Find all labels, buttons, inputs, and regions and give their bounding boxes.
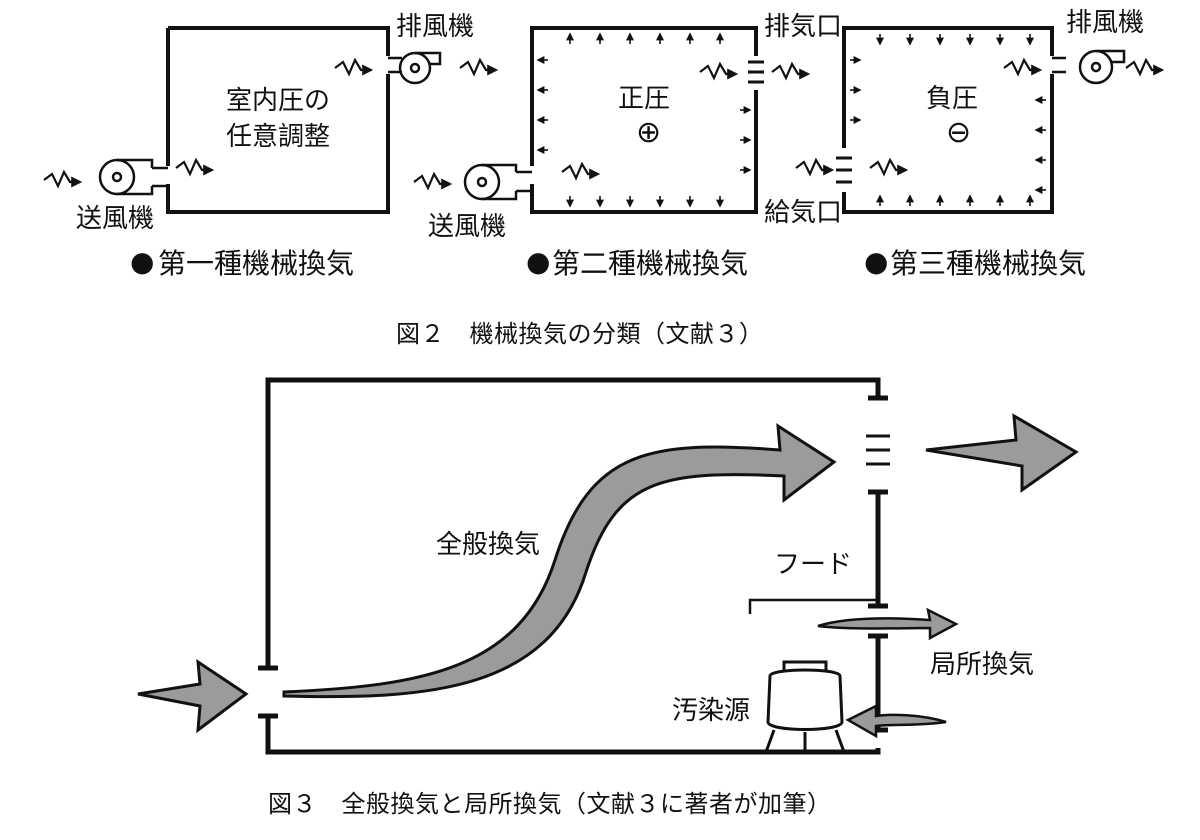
panel2-room bbox=[530, 26, 758, 214]
panel3-pressure-arrows bbox=[850, 34, 1046, 206]
fig3-general-ventilation-label: 全般換気 bbox=[436, 530, 541, 560]
panel3-classification: 第三種機械換気 bbox=[890, 247, 1087, 280]
panel2-bullet: ● bbox=[526, 245, 551, 278]
panel1-classification: 第一種機械換気 bbox=[158, 247, 355, 280]
fig3-outflow-arrow bbox=[925, 413, 1079, 493]
fig3-caption: 図３ 全般換気と局所換気（文献３に著者が加筆） bbox=[268, 790, 832, 818]
fig2-caption: 図２ 機械換気の分類（文献３） bbox=[396, 320, 764, 348]
panel2-pressure-arrows bbox=[536, 32, 752, 208]
fig3-pollution-source-label: 汚染源 bbox=[672, 696, 751, 726]
panel2-positive-symbol: ⊕ bbox=[636, 115, 662, 150]
panel2-airflow-arrows bbox=[413, 61, 811, 191]
panel2-supply-fan-icon bbox=[463, 163, 532, 201]
fig3-local-intake-arrow bbox=[845, 703, 947, 739]
panel1-exhaust-fan-icon bbox=[388, 51, 442, 85]
panel1-supply-fan-icon bbox=[98, 158, 168, 196]
panel1-exhaust-fan-label: 排風機 bbox=[396, 12, 475, 42]
panel3-exhaust-fan-icon bbox=[1052, 49, 1126, 85]
panel1-bullet: ● bbox=[130, 245, 155, 278]
panel1-center-text-line1: 室内圧の bbox=[226, 86, 331, 116]
fig3-inflow-arrow bbox=[137, 659, 249, 734]
fig3-local-exhaust-arrow bbox=[817, 607, 959, 641]
fig3-general-ventilation-flow bbox=[282, 423, 837, 699]
panel3-supply-port-label: 給気口 bbox=[764, 198, 843, 228]
panel1-airflow-arrows bbox=[43, 57, 499, 189]
fig3-hood-icon bbox=[748, 598, 878, 614]
panel1-room bbox=[166, 26, 390, 214]
panel3-room bbox=[842, 26, 1054, 214]
panel1-supply-fan-label: 送風機 bbox=[76, 204, 155, 234]
panel2-pressure-label: 正圧 bbox=[618, 84, 671, 114]
panel3-negative-symbol: ⊖ bbox=[946, 115, 972, 150]
panel2-exhaust-port-label: 排気口 bbox=[764, 12, 843, 42]
fig3-pollution-source-icon bbox=[764, 660, 846, 753]
fig3-local-ventilation-label: 局所換気 bbox=[930, 650, 1035, 680]
panel3-supply-grille-icon bbox=[836, 156, 852, 184]
panel3-exhaust-fan-label: 排風機 bbox=[1066, 8, 1145, 38]
panel3-airflow-arrows bbox=[795, 57, 1165, 177]
panel2-classification: 第二種機械換気 bbox=[552, 247, 749, 280]
panel1-center-text-line2: 任意調整 bbox=[226, 122, 331, 152]
panel2-supply-fan-label: 送風機 bbox=[428, 212, 507, 242]
panel2-exhaust-grille-icon bbox=[748, 60, 764, 84]
panel3-bullet: ● bbox=[864, 245, 889, 278]
fig3-room bbox=[258, 377, 888, 755]
panel3-pressure-label: 負圧 bbox=[926, 84, 979, 114]
fig3-hood-label: フード bbox=[774, 550, 853, 580]
fig3-exhaust-grille-icon bbox=[866, 434, 890, 466]
